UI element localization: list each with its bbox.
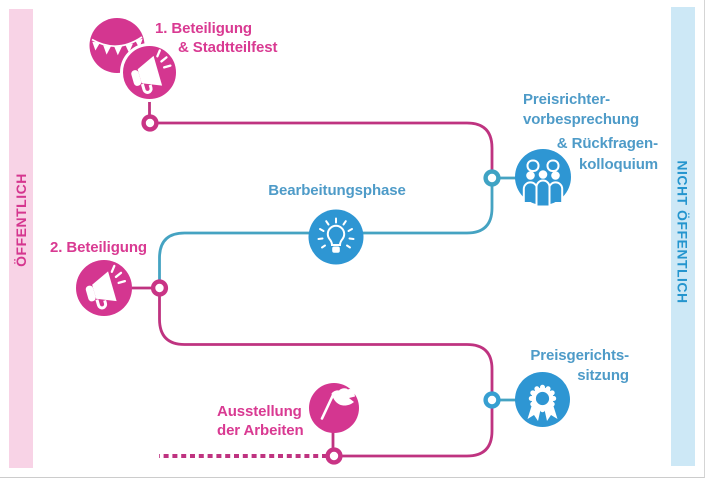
bearbeitungsphase-circle bbox=[308, 209, 364, 265]
label-ausstellung-line2: der Arbeiten bbox=[217, 422, 304, 439]
bunting-icon bbox=[91, 36, 143, 56]
megaphone-icon-2 bbox=[85, 264, 127, 310]
people-icon bbox=[522, 159, 564, 206]
label-stadtteilfest: 1. Beteiligung & Stadtteilfest bbox=[155, 19, 277, 57]
label-preisrichter-line2: vorbesprechung bbox=[523, 111, 640, 128]
label-preisgericht-line1: Preisgerichts- bbox=[530, 347, 629, 364]
label-preisgericht: Preisgerichts- sitzung bbox=[489, 346, 629, 386]
preisrichter-icon-group bbox=[515, 149, 571, 206]
label-preisrichter-line3: & Rückfragen- bbox=[556, 135, 658, 152]
flow-line-preisgericht-to-ausstellung bbox=[334, 398, 494, 458]
beteiligung2-icon-group bbox=[76, 260, 132, 316]
ausstellung-icon-group bbox=[309, 383, 359, 433]
label-ausstellung-line1: Ausstellung bbox=[217, 403, 302, 420]
label-bearbeitungsphase: Bearbeitungsphase bbox=[268, 182, 406, 199]
label-stadtteilfest-line1: 1. Beteiligung bbox=[155, 20, 252, 37]
node-1 bbox=[141, 114, 159, 132]
medal-icon bbox=[527, 384, 558, 421]
stadtteilfest-icons bbox=[89, 18, 179, 102]
node-3 bbox=[150, 279, 169, 297]
not-public-sidebar: NICHT ÖFFENTLICH bbox=[671, 7, 695, 466]
flow-line-beteiligung2-to-preisgericht bbox=[158, 286, 494, 402]
label-beteiligung2: 2. Beteiligung bbox=[50, 239, 147, 256]
label-preisrichter-line4: kolloquium bbox=[579, 156, 658, 173]
label-stadtteilfest-line2: & Stadtteilfest bbox=[178, 39, 278, 56]
bearbeitungsphase-icon-group bbox=[308, 209, 364, 265]
megaphone-icon-1 bbox=[131, 49, 172, 94]
preisgericht-icon-group bbox=[515, 372, 570, 427]
flow-line-1-to-preisrichter bbox=[148, 121, 494, 180]
label-preisgericht-line2: sitzung bbox=[577, 367, 629, 384]
label-ausstellung: Ausstellung der Arbeiten bbox=[217, 402, 304, 440]
label-preisrichter: Preisrichter- vorbesprechung & Rückfrage… bbox=[523, 90, 658, 175]
node-2 bbox=[483, 169, 501, 187]
lightbulb-icon bbox=[317, 217, 355, 253]
node-4 bbox=[483, 391, 501, 409]
flag-icon bbox=[320, 388, 355, 420]
label-preisrichter-line1: Preisrichter- bbox=[523, 91, 611, 108]
node-5 bbox=[325, 447, 343, 465]
public-sidebar: ÖFFENTLICH bbox=[9, 9, 33, 468]
